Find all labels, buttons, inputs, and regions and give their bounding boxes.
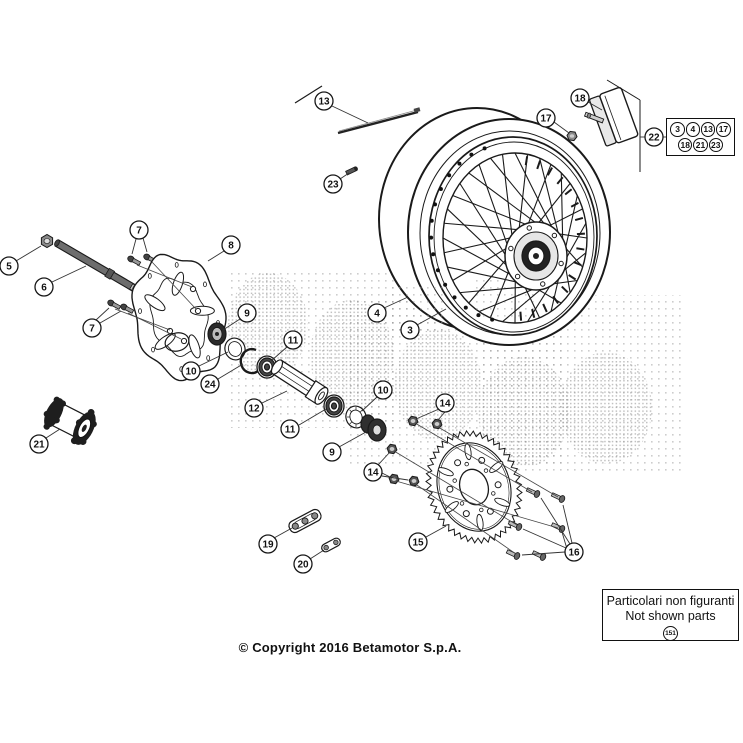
- callout-3: 3: [400, 308, 447, 340]
- callout-10: 10: [361, 380, 393, 412]
- callout-22: 22: [640, 127, 666, 147]
- svg-text:9: 9: [244, 309, 250, 320]
- rim-lock: [566, 86, 639, 147]
- not-shown-title-english: Not shown parts: [625, 609, 716, 623]
- hub-small-parts: [207, 322, 387, 442]
- svg-text:10: 10: [377, 386, 389, 397]
- svg-text:24: 24: [204, 380, 216, 391]
- callout-9: 9: [322, 431, 367, 462]
- callout-18: 18: [570, 88, 603, 111]
- assembly-lines: [114, 79, 641, 555]
- legend-part-circle: 3: [670, 122, 685, 137]
- rear-sprocket: [425, 429, 523, 545]
- not-shown-title-italian: Particolari non figuranti: [606, 594, 735, 608]
- svg-text:22: 22: [648, 133, 660, 144]
- sprocket-bolts: [505, 487, 566, 561]
- callout-21: 21: [29, 428, 61, 454]
- wheel-hub: [43, 396, 97, 445]
- svg-text:21: 21: [33, 440, 45, 451]
- callout-19: 19: [258, 527, 293, 554]
- svg-text:7: 7: [89, 324, 95, 335]
- callouts: 5 6 7 7 8 9 10 24 11 12 11 10 9 13 23 17 18 3 4 14 14 15 16 19 2…: [0, 88, 666, 574]
- svg-text:9: 9: [329, 448, 335, 459]
- svg-text:10: 10: [185, 367, 197, 378]
- svg-text:14: 14: [367, 468, 379, 479]
- chain-master-link: [288, 508, 341, 553]
- svg-text:20: 20: [297, 560, 309, 571]
- callout-9: 9: [222, 303, 257, 331]
- callout-4: 4: [367, 296, 409, 323]
- svg-text:13: 13: [318, 97, 330, 108]
- callout-10: 10: [181, 351, 229, 381]
- svg-text:19: 19: [262, 540, 274, 551]
- callout-23: 23: [323, 172, 350, 194]
- callout-7: 7: [82, 307, 122, 338]
- svg-text:4: 4: [374, 309, 380, 320]
- svg-text:17: 17: [540, 114, 552, 125]
- legend-part-circle: 17: [716, 122, 731, 137]
- svg-text:23: 23: [327, 180, 339, 191]
- svg-text:6: 6: [41, 283, 47, 294]
- spoke-and-valve: [294, 85, 421, 176]
- callout-17: 17: [536, 108, 570, 134]
- callout-5: 5: [0, 245, 42, 276]
- not-shown-part-number: 151: [663, 626, 678, 641]
- callout-20: 20: [293, 549, 325, 574]
- callout-24: 24: [200, 363, 244, 394]
- callout-8: 8: [207, 235, 241, 262]
- callout-12: 12: [244, 390, 288, 418]
- callout-11: 11: [280, 408, 327, 439]
- callout-6: 6: [34, 265, 87, 297]
- disc-bolts: [107, 253, 158, 314]
- svg-text:12: 12: [248, 404, 260, 415]
- copyright-line: © Copyright 2016 Betamotor S.p.A.: [238, 640, 462, 655]
- svg-text:3: 3: [407, 326, 413, 337]
- rear-wheel: [378, 107, 611, 346]
- brake-disc: [131, 253, 227, 382]
- legend-part-circle: 18: [677, 137, 693, 152]
- legend-part-circle: 21: [693, 137, 708, 152]
- svg-text:11: 11: [288, 336, 299, 347]
- callout-11: 11: [270, 330, 303, 362]
- not-shown-parts-box: Particolari non figuranti Not shown part…: [602, 589, 739, 641]
- legend-part-circle: 23: [708, 137, 724, 152]
- callout-15: 15: [408, 525, 447, 552]
- svg-text:14: 14: [439, 399, 451, 410]
- svg-text:7: 7: [136, 226, 142, 237]
- svg-text:5: 5: [6, 262, 12, 273]
- callout-13: 13: [314, 91, 369, 124]
- svg-text:18: 18: [574, 94, 586, 105]
- svg-text:15: 15: [412, 538, 424, 549]
- legend-part-circle: 4: [685, 122, 701, 137]
- callout-14: 14: [363, 451, 409, 482]
- callout-7: 7: [129, 220, 149, 255]
- svg-text:11: 11: [285, 425, 296, 436]
- svg-text:16: 16: [568, 548, 580, 559]
- callout-14: 14: [415, 393, 455, 421]
- axle-assembly: [40, 233, 149, 299]
- legend-part-circle: 13: [700, 122, 716, 137]
- svg-text:8: 8: [228, 241, 234, 252]
- callout-16: 16: [521, 497, 584, 562]
